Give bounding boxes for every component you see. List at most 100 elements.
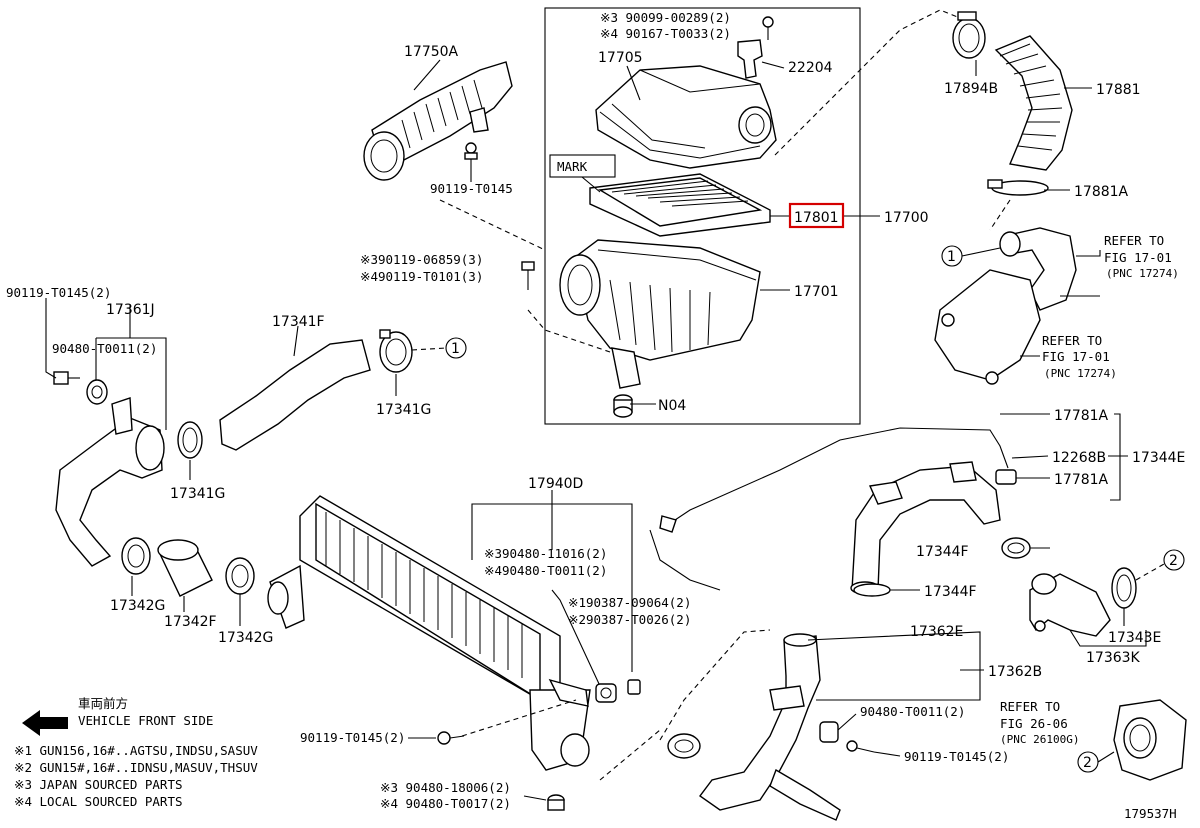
label-bolt-jp: ※390119-06859(3) [360,252,483,267]
sensor-screw[interactable] [762,16,774,40]
label-refer-3c: (PNC 26100G) [1000,733,1079,746]
label-17342f: 17342F [164,614,217,630]
air-filter-element[interactable] [589,173,771,237]
label-17344f-lower: 17344F [924,584,977,600]
label-17344e: 17344E [1132,450,1185,466]
vacuum-hose-17781a[interactable] [649,427,1009,591]
ref-circle-1-left-text: 1 [451,341,460,357]
mount-grommet[interactable] [595,683,617,703]
label-17801: 17801 [794,210,839,226]
label-refer-3b: FIG 26-06 [1000,716,1068,731]
label-n04: N04 [658,398,686,414]
label-pin-2: ※290387-T0026(2) [568,612,691,627]
label-17750a: 17750A [404,44,459,60]
clamp-17881a[interactable] [987,179,1049,196]
air-cleaner-cap[interactable] [595,65,777,169]
ref-circle-1-left[interactable] [445,337,467,359]
label-12268b: 12268B [1052,450,1106,466]
grommet-n04[interactable] [613,394,633,418]
pipe-bolt[interactable] [53,371,80,385]
throttle-connector-a[interactable] [999,227,1077,311]
label-17881a: 17881A [1074,184,1129,200]
label-17940d: 17940D [528,476,583,492]
mass-air-flow-sensor[interactable] [737,39,763,79]
label-17894b: 17894B [944,81,998,97]
label-17342g-left: 17342G [110,598,165,614]
label-17700: 17700 [884,210,929,226]
label-17363k: 17363K [1086,650,1141,666]
air-cleaner-case[interactable] [559,239,761,389]
label-17781a-lower: 17781A [1054,472,1109,488]
part-labels: 17750A 90119-T0145 ※3 90099-00289(2) ※4 … [6,10,1185,821]
connector-17363k[interactable] [1029,573,1111,637]
label-vehicle-en: VEHICLE FRONT SIDE [78,713,213,728]
clamp-17894b[interactable] [952,11,986,59]
clamp-17341g-upper[interactable] [379,329,413,373]
clamp-17341g-lower[interactable] [177,421,203,459]
label-90119-t0145-2-right: 90119-T0145(2) [904,749,1009,764]
vehicle-front-arrow-icon [22,710,68,736]
label-pin-1: ※190387-09064(2) [568,595,691,610]
label-17341f: 17341F [272,314,325,330]
clamp-17344f-upper[interactable] [1001,537,1031,559]
intake-hose-17881[interactable] [994,35,1073,171]
hose-17341f[interactable] [219,339,371,451]
pipe-collar[interactable] [86,379,108,405]
label-refer-3a: REFER TO [1000,699,1060,714]
ref-circle-2-lower-text: 2 [1083,755,1092,771]
case-bolt[interactable] [521,261,535,290]
clamp-17344f-lower[interactable] [853,583,891,597]
intercooler-pipe-17361j[interactable] [55,397,165,567]
intercooler-bolt[interactable] [437,731,465,745]
air-inlet-duct[interactable] [363,61,513,181]
label-screw-local: ※4 90167-T0033(2) [600,26,731,41]
bottom-grommet[interactable] [547,794,565,811]
label-refer-2c: (PNC 17274) [1044,367,1117,380]
label-vehicle-jp: 車両前方 [78,696,128,711]
label-17705: 17705 [598,50,643,66]
clamp-17343e[interactable] [1111,567,1137,609]
label-clip-jp: ※390480-11016(2) [484,546,607,561]
note-2: ※2 GUN15#,16#..IDNSU,MASUV,THSUV [14,760,258,775]
clamp-17362e[interactable] [667,733,701,759]
clamp-17342g-right[interactable] [225,557,255,595]
note-3: ※3 JAPAN SOURCED PARTS [14,777,183,792]
highlight-box-17801 [788,202,845,229]
label-refer-2b: FIG 17-01 [1042,349,1110,364]
pipe-bolt-right[interactable] [846,740,875,753]
mount-pin[interactable] [627,679,641,695]
ref-circle-2-upper[interactable] [1163,549,1185,571]
label-refer-2a: REFER TO [1042,333,1102,348]
label-17362b: 17362B [988,664,1042,680]
label-17341g-upper: 17341G [376,402,431,418]
label-grommet-jp: ※3 90480-18006(2) [380,780,511,795]
duct-bolt[interactable] [464,142,478,176]
turbo-pipe-17362b[interactable] [699,633,841,821]
label-17361j: 17361J [106,302,155,318]
label-refer-1b: FIG 17-01 [1104,250,1172,265]
figure-id: 179537H [1124,806,1177,821]
vsv-12268b[interactable] [995,469,1017,485]
label-mark: MARK [557,159,588,174]
label-17881: 17881 [1096,82,1141,98]
pipe-grommet-right[interactable] [819,721,839,743]
ref-circle-2-upper-text: 2 [1169,553,1178,569]
label-90119-t0145-2-bottom: 90119-T0145(2) [300,730,405,745]
label-screw-jp: ※3 90099-00289(2) [600,10,731,25]
intercooler-core[interactable] [267,495,591,771]
label-clip-local: ※490480-T0011(2) [484,563,607,578]
label-17343e: 17343E [1108,630,1161,646]
throttle-body[interactable] [1113,699,1187,781]
throttle-connector-b[interactable] [934,269,1041,385]
leader-lines [45,59,1147,801]
clamp-17342g-left[interactable] [121,537,151,575]
label-17344f-upper: 17344F [916,544,969,560]
label-17342g-right: 17342G [218,630,273,646]
label-90119-t0145: 90119-T0145 [430,181,513,196]
label-90119-t0145-2-left: 90119-T0145(2) [6,285,111,300]
note-4: ※4 LOCAL SOURCED PARTS [14,794,183,809]
label-90480-t0011-right: 90480-T0011(2) [860,704,965,719]
outlet-pipe-17344e[interactable] [850,461,1001,595]
hose-17342f[interactable] [157,539,213,597]
label-refer-1c: (PNC 17274) [1106,267,1179,280]
